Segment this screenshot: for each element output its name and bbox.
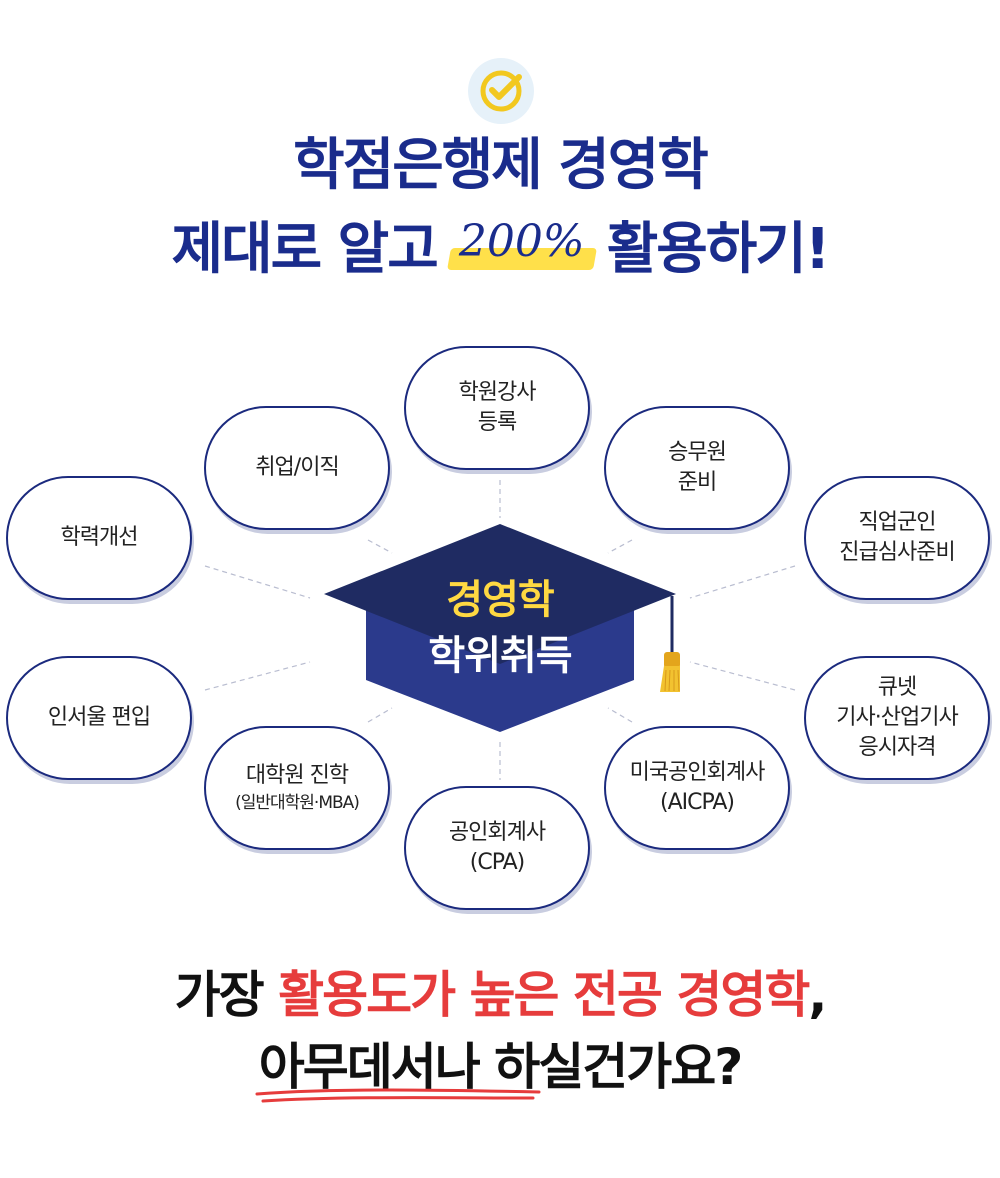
headline-suffix: 활용하기! [606, 217, 831, 282]
center-title: 경영학 [446, 577, 554, 623]
bubble-line: (AICPA) [660, 790, 735, 815]
red-underline-stroke [255, 1088, 541, 1103]
bubble-aicpa: 미국공인회계사 (AICPA) [604, 726, 790, 850]
highlight-200-percent: 200% [446, 216, 597, 274]
closing-comma: , [808, 966, 827, 1024]
bubble-line: 응시자격 [858, 735, 937, 760]
closing-underlined-text: 아무데서나 [255, 1042, 541, 1103]
bubble-line: 학원강사 [458, 380, 537, 405]
closing-line-1: 가장 활용도가 높은 전공 경영학, [0, 970, 1000, 1020]
bubble-line: 직업군인 [858, 510, 937, 535]
bubble-line: 큐넷 [877, 675, 917, 700]
underlined-word: 아무데서나 [258, 1038, 481, 1096]
center-subtitle: 학위취득 [428, 633, 572, 679]
closing-line-2: 아무데서나 하실건가요? [0, 1042, 1000, 1103]
bubble-seoul-transfer: 인서울 편입 [6, 656, 192, 780]
bubble-line: 학력개선 [60, 525, 139, 550]
bubble-graduate-school: 대학원 진학 (일반대학원·MBA) [204, 726, 390, 850]
bubble-line: 승무원 [668, 440, 727, 465]
bubble-line: 취업/이직 [255, 455, 339, 480]
headline-prefix: 제대로 알고 [171, 217, 439, 282]
bubble-line: 등록 [477, 410, 517, 435]
bubble-line: 기사·산업기사 [836, 705, 958, 730]
check-circle-icon [468, 58, 534, 124]
bubble-military-promotion: 직업군인 진급심사준비 [804, 476, 990, 600]
bubble-line: 진급심사준비 [839, 540, 955, 565]
graduation-cap-icon [324, 524, 680, 732]
bubble-qnet: 큐넷 기사·산업기사 응시자격 [804, 656, 990, 780]
bubble-line: 미국공인회계사 [629, 760, 766, 785]
bubble-subline: (일반대학원·MBA) [235, 793, 360, 813]
bubble-line: 공인회계사 [448, 820, 546, 845]
closing-red-text: 활용도가 높은 전공 경영학 [278, 966, 810, 1024]
bubble-employment: 취업/이직 [204, 406, 390, 530]
bubble-line: 준비 [677, 470, 717, 495]
bubble-cpa: 공인회계사 (CPA) [404, 786, 590, 910]
bubble-line: 인서울 편입 [47, 705, 151, 730]
closing-suffix: 하실건가요? [494, 1038, 743, 1096]
closing-prefix: 가장 [174, 966, 265, 1024]
headline-line-1: 학점은행제 경영학 [293, 133, 709, 198]
bubble-academy-instructor: 학원강사 등록 [404, 346, 590, 470]
bubble-line: (CPA) [469, 850, 525, 875]
bubble-flight-attendant: 승무원 준비 [604, 406, 790, 530]
highlight-text: 200% [458, 216, 585, 267]
bubble-line: 대학원 진학 [245, 763, 349, 788]
bubble-education-improvement: 학력개선 [6, 476, 192, 600]
